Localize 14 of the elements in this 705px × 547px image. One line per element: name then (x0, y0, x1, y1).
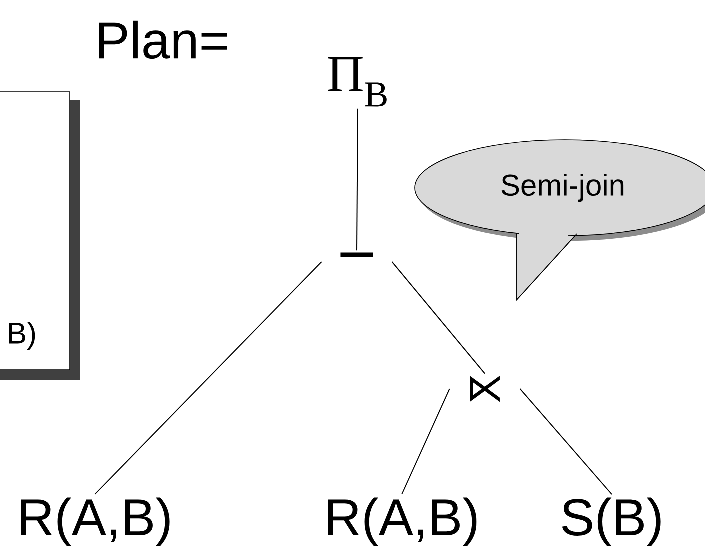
operator-symbol: − (340, 252, 374, 258)
relation-label: R(A,B) (328, 498, 477, 546)
tree-edge (520, 388, 612, 496)
speech-bubble: Semi-join (414, 140, 705, 302)
tree-edge (356, 108, 358, 252)
relation-label: S(B) (562, 498, 661, 546)
operator-symbol: Π$_{B}$ (328, 57, 387, 107)
operator-symbol: ⋉ (470, 376, 500, 402)
heading: Plan= (99, 20, 228, 60)
tree-edge (392, 262, 486, 374)
tree-edge (94, 262, 322, 496)
tree-edge (402, 388, 450, 496)
text-box: B) (0, 92, 80, 380)
relation-label: R(A,B) (21, 498, 170, 546)
